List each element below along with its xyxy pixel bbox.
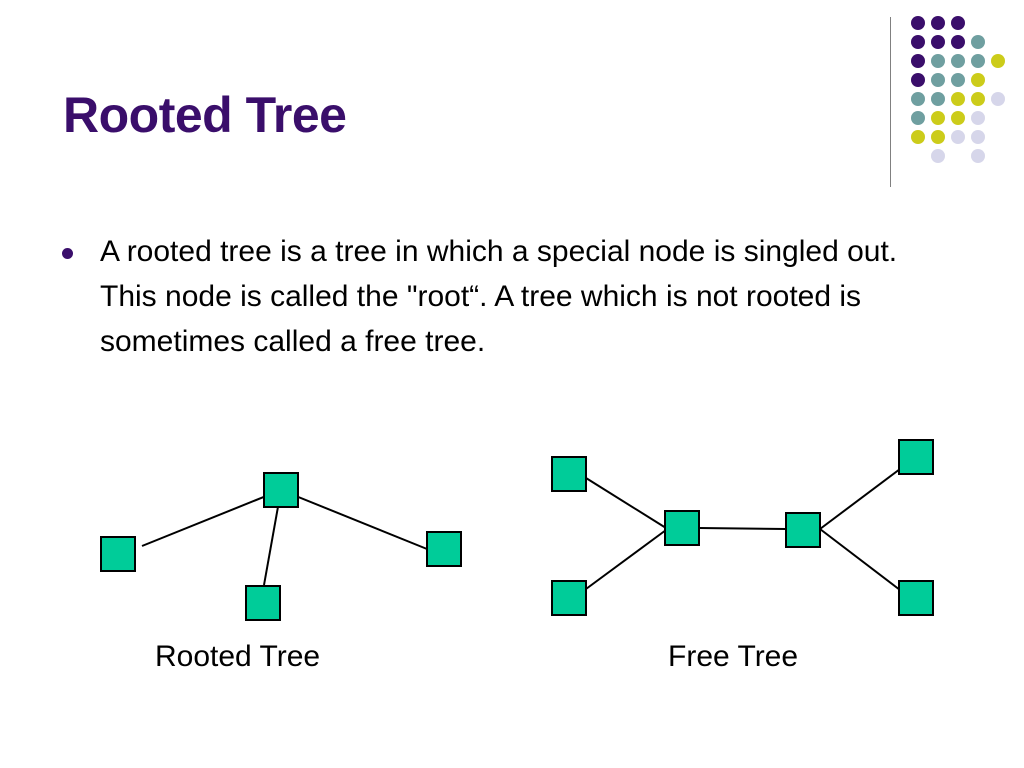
slide-title: Rooted Tree: [63, 87, 347, 143]
free-node-b: [551, 580, 587, 616]
decorative-dot: [951, 111, 965, 125]
free-edge-d-e: [819, 468, 901, 530]
decorative-dot: [911, 16, 925, 30]
free-node-e: [898, 439, 934, 475]
bullet-dot-icon: [62, 248, 73, 259]
bullet-text: A rooted tree is a tree in which a speci…: [100, 235, 898, 358]
rooted-node-left: [100, 536, 136, 572]
decorative-dot: [971, 111, 985, 125]
free-edge-a-c: [585, 477, 667, 529]
decorative-dot: [991, 54, 1005, 68]
decorative-dot: [991, 92, 1005, 106]
free-node-d: [785, 512, 821, 548]
decorative-dot-grid: [911, 16, 1005, 163]
decorative-dot: [931, 130, 945, 144]
decorative-dot: [931, 92, 945, 106]
rooted-edge-root-left: [141, 489, 282, 547]
bullet-list: A rooted tree is a tree in which a speci…: [58, 229, 938, 364]
decorative-dot: [971, 130, 985, 144]
decorative-dot: [911, 111, 925, 125]
free-node-c: [664, 510, 700, 546]
decorative-dot: [951, 16, 965, 30]
free-tree-caption: Free Tree: [668, 640, 799, 673]
decorative-dot: [911, 35, 925, 49]
rooted-node-root: [263, 472, 299, 508]
decorative-dot: [931, 111, 945, 125]
rooted-node-middle: [245, 585, 281, 621]
decorative-dot: [971, 73, 985, 87]
decorative-dot: [951, 130, 965, 144]
decorative-dot: [971, 54, 985, 68]
decorative-dot: [951, 73, 965, 87]
decorative-dot: [911, 73, 925, 87]
rooted-tree-diagram: [100, 472, 462, 621]
decorative-dot: [931, 149, 945, 163]
decorative-dot: [931, 16, 945, 30]
decorative-dot: [971, 92, 985, 106]
bullet-item: A rooted tree is a tree in which a speci…: [58, 229, 938, 364]
decorative-dot: [951, 54, 965, 68]
decorative-dot: [951, 35, 965, 49]
title-divider-line: [890, 17, 891, 187]
decorative-dot: [911, 54, 925, 68]
free-edge-d-f: [819, 528, 901, 591]
decorative-dot: [951, 92, 965, 106]
rooted-tree-caption: Rooted Tree: [155, 640, 321, 673]
decorative-dot: [971, 35, 985, 49]
free-tree-diagram: [551, 439, 934, 616]
decorative-dot: [931, 35, 945, 49]
decorative-dot: [931, 54, 945, 68]
free-edge-c-d: [698, 527, 787, 530]
free-node-a: [551, 456, 587, 492]
decorative-dot: [931, 73, 945, 87]
decorative-dot: [911, 130, 925, 144]
free-edge-b-c: [585, 529, 667, 590]
rooted-edge-root-right: [280, 489, 428, 550]
decorative-dot: [971, 149, 985, 163]
rooted-node-right: [426, 531, 462, 567]
free-node-f: [898, 580, 934, 616]
decorative-dot: [911, 92, 925, 106]
